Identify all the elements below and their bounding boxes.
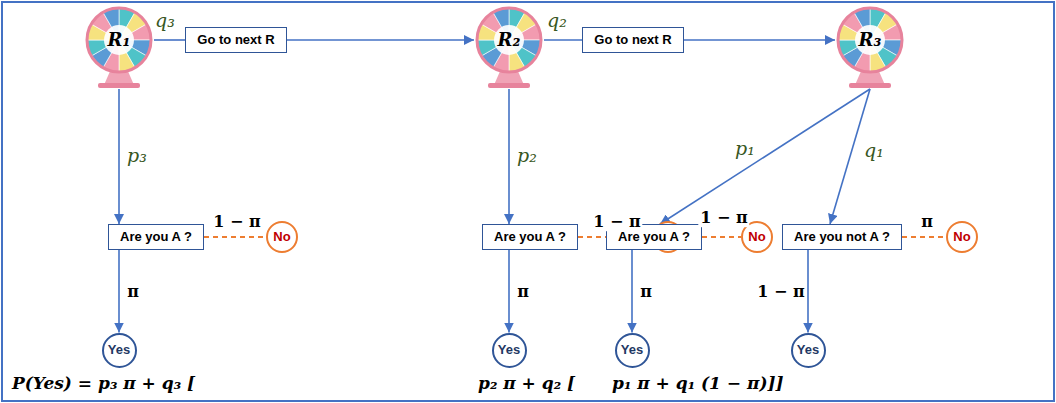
arrow-connector <box>508 89 510 224</box>
spinner-wheel: R₁ <box>84 5 154 89</box>
node-text: R₂ <box>498 29 521 51</box>
node-text: No <box>273 229 290 245</box>
node-text: No <box>748 229 765 245</box>
node-text: R₃ <box>859 29 882 51</box>
node-text: Go to next R <box>197 32 274 48</box>
arrow-connector <box>807 250 809 333</box>
branch-probability: q₃ <box>153 10 177 31</box>
node-text: Yes <box>108 342 130 358</box>
process-box: Go to next R <box>582 27 684 53</box>
formula-text: p₂ π + q₂ [ <box>478 373 575 393</box>
branch-probability: p₂ <box>515 145 539 166</box>
branch-probability: q₁ <box>862 140 886 161</box>
wheel-rim <box>477 8 541 72</box>
yes-circle: Yes <box>102 333 137 368</box>
arrow-connector <box>287 39 474 41</box>
node-text: Go to next R <box>594 32 671 48</box>
branch-probability: π <box>638 283 654 301</box>
wheel-disc <box>477 8 541 72</box>
wheel-disc <box>87 8 151 72</box>
node-text: Are you A ? <box>120 229 192 245</box>
yes-circle: Yes <box>615 333 650 368</box>
spinner-wheel: R₂ <box>474 5 544 89</box>
node-text: Are you A ? <box>494 229 566 245</box>
wheel-hub <box>494 25 524 55</box>
arrow-connector <box>631 250 633 333</box>
branch-probability: 1 − π <box>591 213 642 231</box>
branch-probability: q₂ <box>545 10 569 31</box>
branch-probability: p₁ <box>733 138 757 159</box>
arrow-connector <box>508 250 510 333</box>
spinner-wheel: R₃ <box>835 5 905 89</box>
question-box: Are you A ? <box>108 224 204 250</box>
branch-probability: π <box>125 283 141 301</box>
arrow-connector <box>684 39 835 41</box>
wheel-disc <box>838 8 902 72</box>
arrow-connector <box>660 89 870 224</box>
arrow-connector <box>154 39 185 41</box>
wheel-hub <box>855 25 885 55</box>
process-box: Go to next R <box>185 27 287 53</box>
dashed-connector <box>702 236 741 238</box>
wheel-base <box>488 83 530 88</box>
node-text: Yes <box>621 342 643 358</box>
branch-probability: 1 − π <box>698 209 749 227</box>
branch-probability: π <box>919 213 935 231</box>
question-box: Are you not A ? <box>782 224 902 250</box>
wheel-hub <box>104 25 134 55</box>
arrow-connector <box>118 250 120 333</box>
branch-probability: π <box>515 283 531 301</box>
dashed-connector <box>902 236 946 238</box>
branch-probability: 1 − π <box>211 213 262 231</box>
formula-text: P(Yes) = p₃ π + q₃ [ <box>12 373 195 393</box>
arrow-connector <box>118 89 120 224</box>
wheel-base <box>849 83 891 88</box>
node-text: R₁ <box>108 29 131 51</box>
question-box: Are you A ? <box>482 224 578 250</box>
yes-circle: Yes <box>492 333 527 368</box>
formula-text: p₁ π + q₁ (1 − π)]] <box>612 373 784 393</box>
arrow-connector <box>544 39 582 41</box>
node-text: No <box>953 229 970 245</box>
branch-probability: p₃ <box>125 145 149 166</box>
node-text: Yes <box>498 342 520 358</box>
wheel-base <box>98 83 140 88</box>
dashed-connector <box>204 236 266 238</box>
node-text: Are you not A ? <box>794 229 890 245</box>
no-circle: No <box>946 221 978 253</box>
branch-probability: 1 − π <box>755 283 806 301</box>
yes-circle: Yes <box>791 333 826 368</box>
wheel-rim <box>87 8 151 72</box>
node-text: Yes <box>797 342 819 358</box>
no-circle: No <box>266 221 298 253</box>
wheel-rim <box>838 8 902 72</box>
node-text: Are you A ? <box>618 229 690 245</box>
